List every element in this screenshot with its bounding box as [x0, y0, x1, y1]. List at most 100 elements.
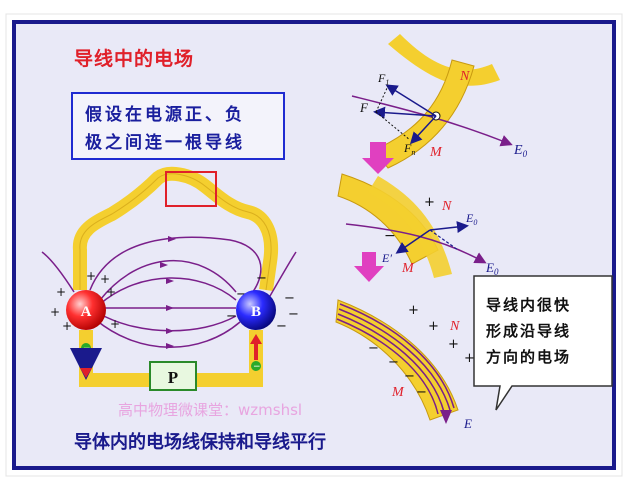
current-arrowhead: [250, 334, 262, 344]
minus-sign: −: [256, 271, 267, 286]
field-arrow: [160, 262, 168, 268]
minus-sign: −: [384, 228, 396, 244]
assumption-line-1: 假设在电源正、负: [85, 105, 245, 125]
field-e-arrowhead: [440, 410, 452, 424]
field-line: [41, 251, 75, 293]
force-f1: [385, 84, 437, 117]
slide-title: 导线中的电场: [74, 48, 195, 70]
inner-border: [5, 13, 623, 477]
plus-sign: +: [106, 285, 116, 299]
minus-sign: −: [288, 307, 299, 322]
label-eprime: E′: [381, 251, 392, 265]
parallel-field-lines: [336, 303, 455, 415]
left-circuit: P + + + + + + +: [41, 166, 299, 391]
stage-2: + − N M E0 E0 E′: [337, 173, 499, 278]
minus-sign: −: [368, 341, 379, 356]
assumption-box: 假设在电源正、负 极之间连一根导线: [71, 92, 285, 160]
plus-sign: +: [50, 305, 60, 319]
minus-charges: − − − − − −: [226, 271, 299, 334]
positive-sphere: [66, 290, 106, 330]
field-eprime-arrow: [395, 229, 431, 254]
label-f1: F1: [377, 71, 389, 87]
field-line: [99, 277, 237, 305]
label-m: M: [391, 385, 405, 400]
label-e: E: [463, 416, 472, 431]
plus-sign: +: [408, 303, 419, 318]
label-m: M: [429, 145, 443, 160]
label-e0-small: E0: [465, 211, 477, 227]
minus-sign: −: [284, 291, 295, 306]
negative-sphere: [236, 290, 276, 330]
plus-sign: +: [100, 272, 110, 286]
callout-line-1: 导线内很快: [486, 296, 572, 314]
minus-sign: −: [236, 287, 247, 302]
component-dashes: [375, 85, 411, 141]
label-fn: Fn: [403, 141, 415, 157]
plus-sign: +: [56, 285, 66, 299]
force-fn: [409, 115, 437, 145]
plus-sign: +: [428, 319, 439, 334]
plus-charges: + + + + + + +: [50, 269, 120, 333]
minus-sign: −: [388, 355, 399, 370]
field-line: [269, 251, 297, 297]
sphere-label-a: A: [81, 304, 92, 320]
sphere-label-b: B: [251, 304, 261, 320]
field-line: [99, 260, 237, 301]
plus-sign: +: [86, 269, 96, 283]
field-line: [336, 318, 439, 415]
minus-sign: −: [416, 385, 427, 400]
field-e0-arrow: [429, 221, 469, 233]
power-source: [149, 361, 197, 391]
stage3-charges: + + + + − − − −: [368, 303, 475, 400]
label-m: M: [401, 261, 415, 276]
field-arrow: [166, 343, 174, 349]
plus-sign: +: [464, 351, 475, 366]
label-e0: E0: [513, 143, 528, 159]
stage-1: N M E0 F F1 Fn: [351, 34, 528, 169]
current-arrowhead: [80, 368, 92, 378]
step-arrow: [354, 252, 384, 282]
electron-icon: [251, 361, 261, 371]
plus-sign: +: [110, 317, 120, 331]
callout-text: 导线内很快 形成沿导线 方向的电场: [486, 292, 604, 370]
callout-line-2: 形成沿导线: [486, 322, 572, 340]
force-f: [373, 106, 437, 119]
callout-bubble: [473, 275, 613, 411]
callout-line-3: 方向的电场: [486, 348, 572, 366]
field-arrow: [168, 236, 176, 242]
label-e0: E0: [485, 260, 499, 277]
field-line: [339, 303, 455, 409]
label-f: F: [359, 100, 369, 115]
label-n: N: [459, 69, 470, 84]
step-arrow: [362, 142, 394, 174]
field-line: [337, 313, 445, 413]
minus-sign: −: [226, 309, 237, 324]
plus-sign: +: [424, 195, 435, 210]
minus-sign: −: [404, 369, 415, 384]
stage-3: E N M + + + + − − − −: [335, 275, 613, 431]
zoom-region: [165, 171, 217, 207]
field-arrow: [166, 305, 174, 311]
field-line-e0: [345, 223, 487, 264]
source-label: P: [168, 368, 178, 387]
wire-edge: [79, 173, 272, 291]
field-line: [338, 308, 451, 411]
electron-sign: −: [253, 362, 261, 372]
slide-frame: [12, 20, 616, 470]
field-arrow: [166, 278, 174, 284]
conductor: [373, 59, 475, 169]
assumption-line-2: 极之间连一根导线: [85, 133, 245, 153]
field-arrows: [160, 236, 176, 349]
conductor-arc: [368, 176, 452, 278]
watermark: 高中物理微课堂：wzmshsl: [118, 401, 303, 419]
label-n: N: [441, 199, 452, 214]
label-n: N: [449, 319, 460, 334]
resultant-dash: [429, 229, 459, 251]
bottom-caption: 导体内的电场线保持和导线平行: [74, 432, 326, 453]
minus-sign: −: [276, 319, 287, 334]
field-arrow: [166, 328, 174, 334]
plus-sign: +: [448, 337, 459, 352]
plus-sign: +: [62, 319, 72, 333]
field-line: [89, 236, 262, 297]
